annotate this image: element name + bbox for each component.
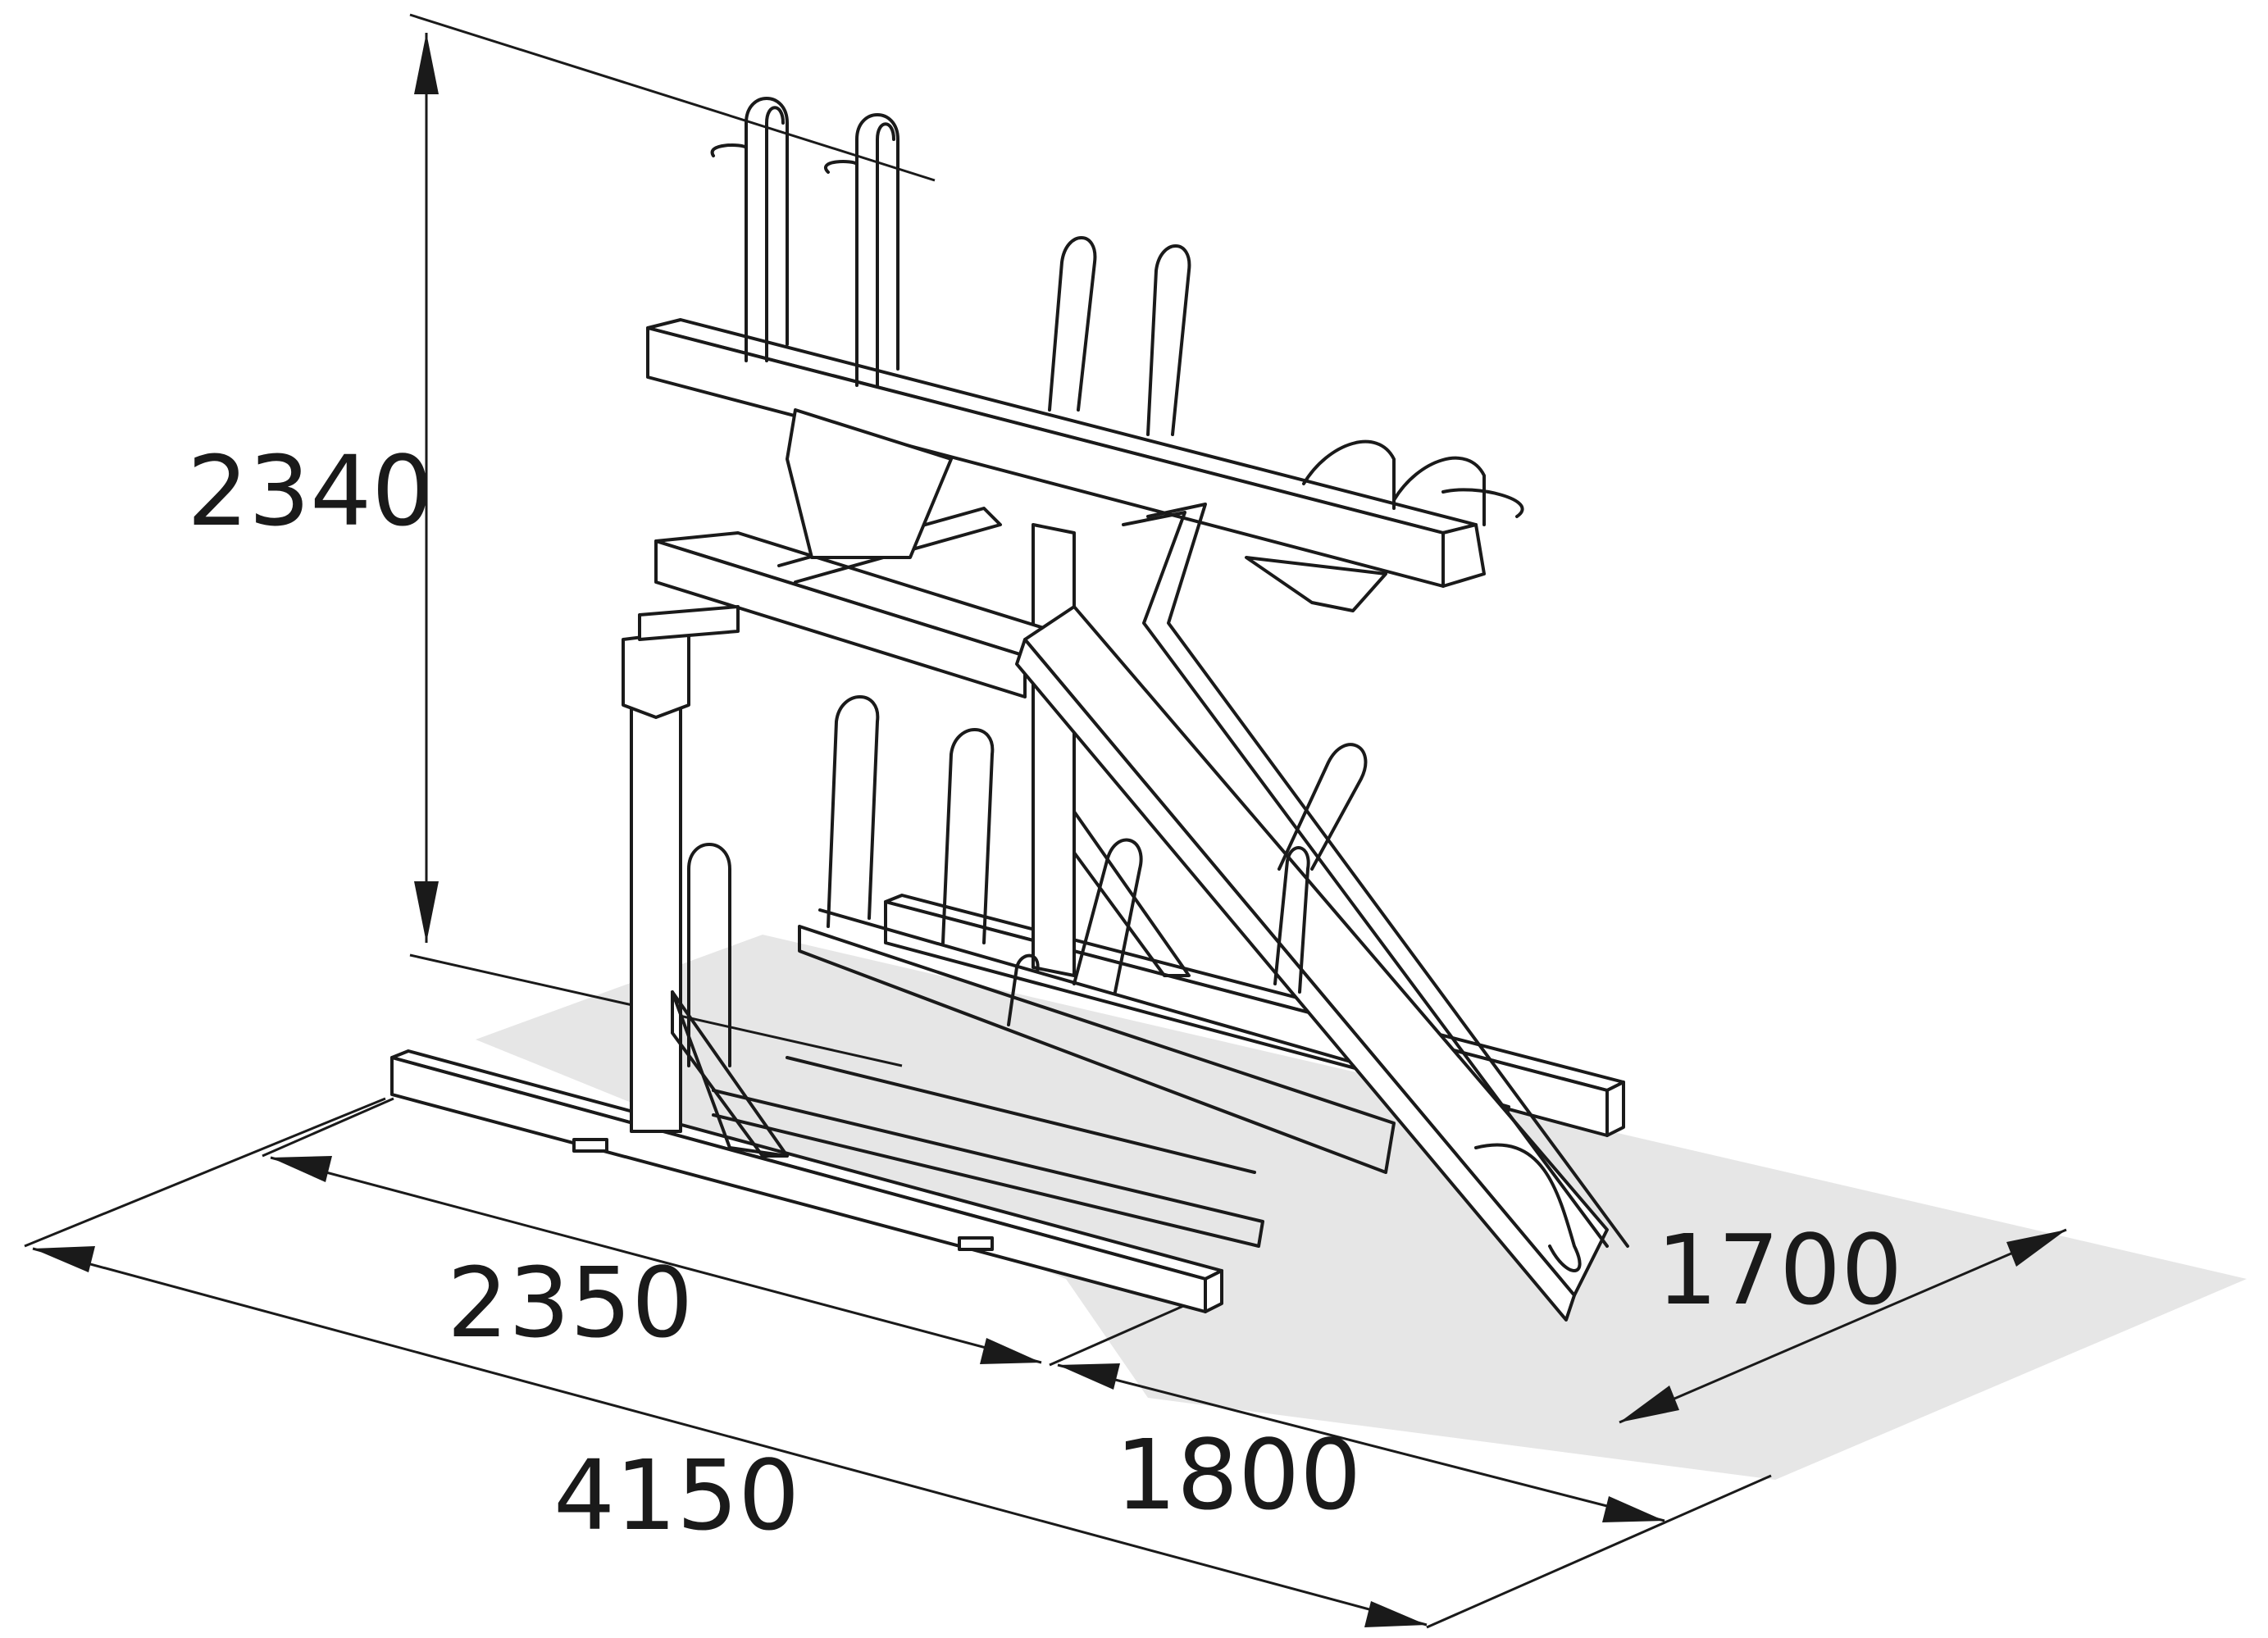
dimension-total-length: 4150	[553, 1439, 799, 1552]
dimension-rack-length: 2350	[447, 1246, 693, 1359]
arrow-left-icon	[33, 1246, 95, 1272]
bike-rack	[390, 97, 1629, 1322]
arrow-right-icon	[1602, 1496, 1665, 1522]
arrow-right-icon	[1364, 1601, 1427, 1627]
dimension-height: 2340	[187, 435, 433, 548]
arrow-left-icon	[1619, 1385, 1679, 1422]
arrow-up-icon	[414, 33, 439, 94]
dimension-lines	[24, 13, 2067, 1629]
arrow-down-icon	[414, 881, 439, 943]
arrow-left-icon	[1058, 1363, 1120, 1390]
arrow-right-icon	[980, 1338, 1041, 1364]
arrow-right-icon	[2006, 1230, 2066, 1267]
dimension-depth: 1700	[1656, 1213, 1902, 1326]
arrow-left-icon	[271, 1156, 332, 1182]
dimension-clearance: 1800	[1115, 1418, 1361, 1531]
